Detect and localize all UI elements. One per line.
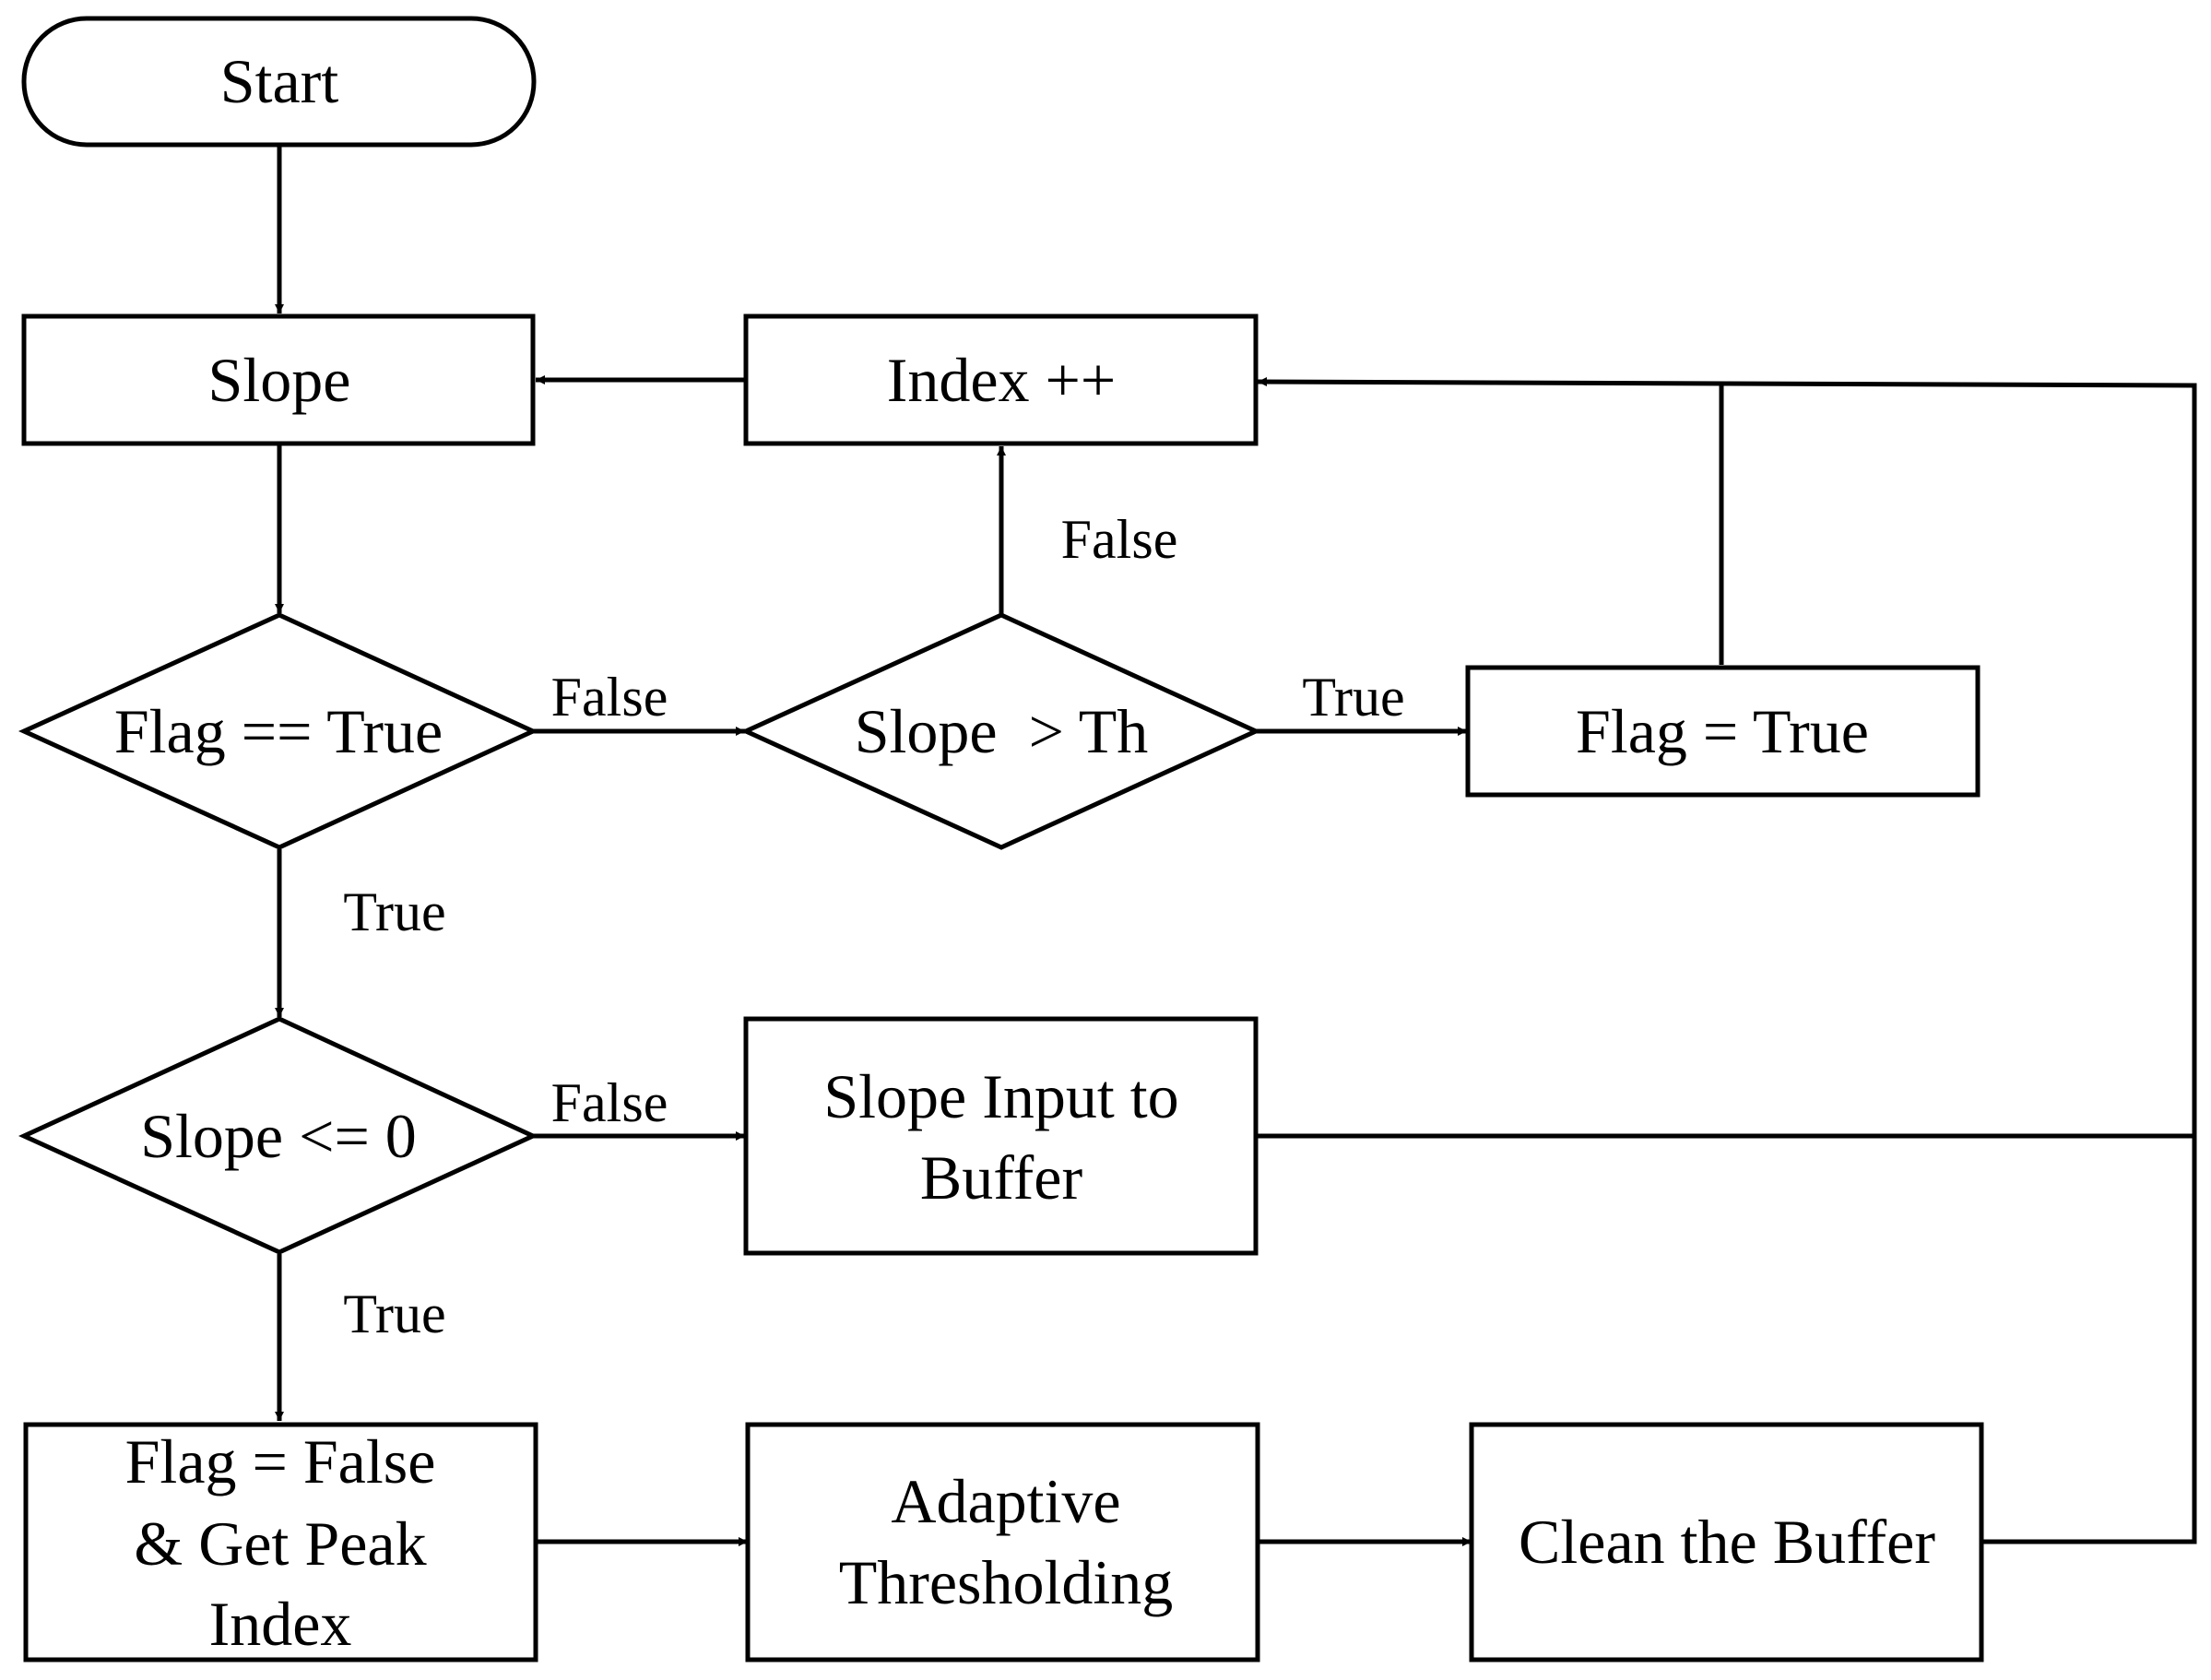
label-flag-check-false: False — [551, 667, 668, 728]
slope-gt-threshold-diamond — [739, 612, 1262, 850]
flag-false-peak-line-1: Flag = False — [125, 1426, 436, 1497]
edge-labels: False False True True False True — [343, 509, 1404, 1344]
clean-buffer-label: Clean the Buffer — [1519, 1507, 1935, 1577]
edges — [275, 145, 2197, 1546]
buffer-input-box — [743, 1016, 1259, 1256]
nodes: Start Slope Index ++ Flag == True Slope … — [18, 16, 1984, 1662]
edge-feedback-bus-to-index — [1257, 377, 2197, 1544]
flag-false-peak-line-3: Index — [209, 1589, 352, 1659]
node-start: Start — [21, 16, 537, 148]
node-slope-le-zero: Slope <= 0 — [18, 1016, 538, 1255]
flag-check-diamond — [18, 612, 539, 850]
adaptive-thresholding-line-2: Thresholding — [839, 1547, 1174, 1617]
index-increment-box — [743, 314, 1259, 446]
slope-label: Slope — [208, 345, 351, 415]
flag-check-label: Flag == True — [114, 696, 443, 766]
node-flag-false-peak: Flag = False & Get Peak Index — [23, 1422, 538, 1662]
index-increment-label: Index ++ — [887, 345, 1117, 415]
node-adaptive-thresholding: Adaptive Thresholding — [745, 1422, 1260, 1662]
flag-set-true-label: Flag = True — [1576, 696, 1869, 766]
clean-buffer-box — [1469, 1422, 1984, 1662]
node-clean-buffer: Clean the Buffer — [1469, 1422, 1984, 1662]
start-label: Start — [220, 46, 339, 116]
flag-false-peak-line-2: & Get Peak — [134, 1508, 426, 1579]
buffer-input-line-2: Buffer — [920, 1142, 1083, 1213]
label-slope-gt-th-true: True — [1302, 667, 1404, 728]
label-flag-check-true: True — [343, 881, 445, 942]
node-flag-set-true: Flag = True — [1465, 665, 1980, 798]
slope-box — [21, 314, 536, 446]
label-slope-le-zero-true: True — [343, 1284, 445, 1344]
slope-gt-threshold-label: Slope > Th — [855, 696, 1149, 766]
label-slope-le-zero-false: False — [551, 1072, 668, 1133]
start-terminal-shape — [21, 16, 537, 148]
buffer-input-line-1: Slope Input to — [823, 1061, 1178, 1131]
adaptive-thresholding-line-1: Adaptive — [891, 1466, 1120, 1536]
node-buffer-input: Slope Input to Buffer — [743, 1016, 1259, 1256]
node-slope-gt-threshold: Slope > Th — [739, 612, 1262, 850]
node-index-increment: Index ++ — [743, 314, 1259, 446]
label-slope-gt-th-false: False — [1061, 509, 1178, 570]
slope-le-zero-label: Slope <= 0 — [140, 1101, 417, 1171]
adaptive-thresholding-box — [745, 1422, 1260, 1662]
node-slope: Slope — [21, 314, 536, 446]
node-flag-check: Flag == True — [18, 612, 539, 850]
flag-false-peak-box — [23, 1422, 538, 1662]
flag-set-true-box — [1465, 665, 1980, 798]
slope-le-zero-diamond — [18, 1016, 538, 1255]
